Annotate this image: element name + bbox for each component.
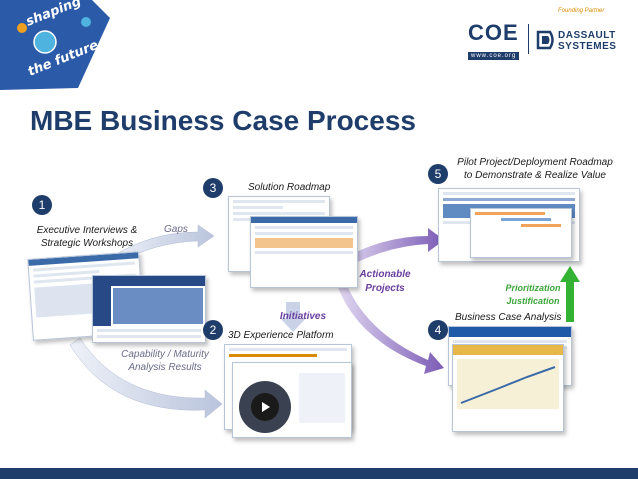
actionable-label-line2: Projects [365,283,405,294]
roadmap-table-thumbnail [250,216,358,288]
platform-screen-thumbnail [232,362,352,438]
capability-label: Capability / Maturity Analysis Results [110,348,220,374]
ds-line1: DASSAULT [558,30,616,41]
step-3-number: 3 [203,178,223,198]
dassault-logo: Founding Partner DASSAULT SYSTEMES [536,8,636,58]
step-4-number: 4 [428,320,448,340]
step-5-number: 5 [428,164,448,184]
pilot-gantt-thumbnail [470,208,572,258]
coe-logo-url: www.coe.org [468,52,520,60]
coe-logo: COE www.coe.org [468,20,524,60]
step-5-label-line1: Pilot Project/Deployment Roadmap [457,157,613,168]
prioritization-label-line1: Prioritization [505,283,561,293]
capability-arrow [69,337,223,419]
prioritization-arrow [560,266,580,322]
play-icon[interactable] [259,401,271,413]
step-5-label: Pilot Project/Deployment Roadmap to Demo… [450,156,620,182]
coe-logo-text: COE [468,20,519,45]
founding-partner-label: Founding Partner [558,8,605,14]
initiatives-label: Initiatives [279,311,327,322]
analysis-chart-thumbnail [452,344,564,432]
gaps-label: Gaps [164,224,188,235]
step-1-label-line2: Strategic Workshops [40,238,134,249]
step-4-label: Business Case Analysis [455,312,562,323]
step-1-label-line1: Executive Interviews & [36,225,138,236]
step-1-number: 1 [32,195,52,215]
actionable-arrow [338,228,444,270]
step-3-label: Solution Roadmap [248,182,331,193]
capability-label-line2: Analysis Results [128,362,202,373]
step-5-label-line2: to Demonstrate & Realize Value [464,170,606,181]
ds-line2: SYSTEMES [558,41,617,52]
step-2-number: 2 [203,320,223,340]
actionable-label: Actionable Projects [355,268,415,296]
shaping-the-future-badge: shaping the future [0,0,110,90]
actionable-label-line1: Actionable [359,269,411,280]
footer-bar [0,468,638,479]
capability-label-line1: Capability / Maturity [121,349,209,360]
prioritization-label: Prioritization Justification [498,282,568,308]
ds-mark-icon [536,30,554,50]
step-1-label: Executive Interviews & Strategic Worksho… [22,224,152,250]
logo-divider [528,24,529,54]
step-2-label: 3D Experience Platform [228,330,334,341]
maturity-matrix-thumbnail [92,275,206,343]
page-title: MBE Business Case Process [30,105,416,136]
prioritization-label-line2: Justification [506,296,560,306]
initiatives-arrow [280,302,306,332]
